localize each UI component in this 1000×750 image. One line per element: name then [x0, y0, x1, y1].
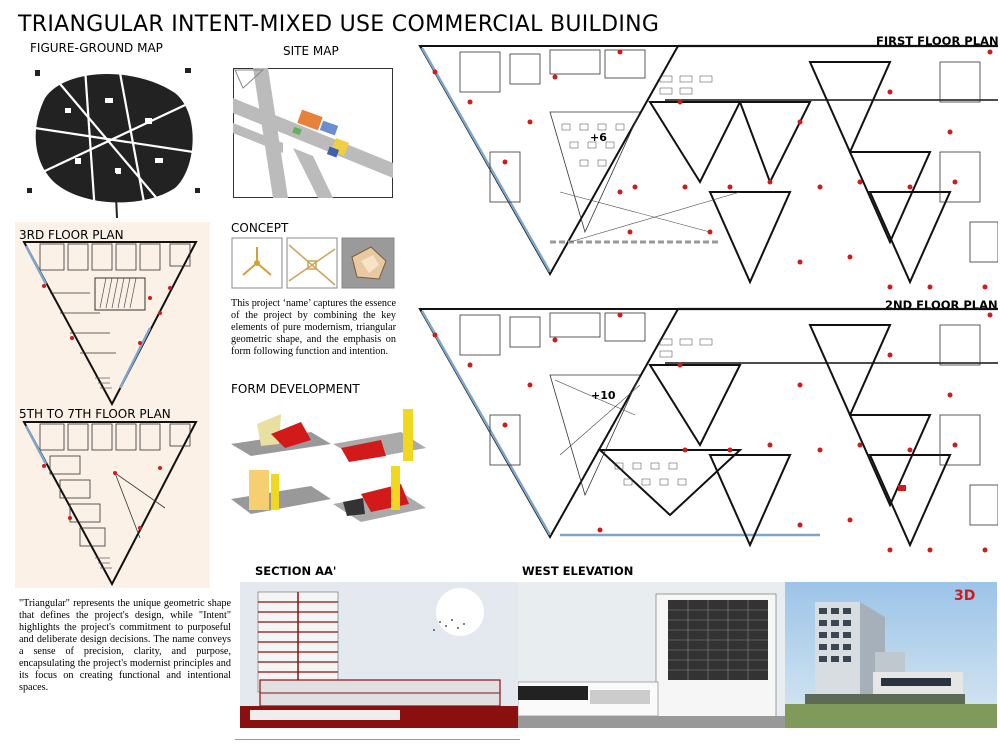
second-floor-level-mark: +10	[591, 389, 616, 402]
second-floor-plan	[418, 307, 998, 553]
third-floor-plan	[22, 241, 198, 407]
name-paragraph: "Triangular" represents the unique geome…	[19, 598, 231, 693]
section-label: SECTION AA'	[255, 564, 337, 578]
concept-label: CONCEPT	[231, 221, 289, 235]
fifth-seventh-floor-label: 5TH TO 7TH FLOOR PLAN	[19, 407, 171, 421]
figure-ground-label: FIGURE-GROUND MAP	[30, 41, 163, 55]
west-elevation-label: WEST ELEVATION	[522, 564, 634, 578]
concept-sketches	[231, 237, 396, 289]
bottom-rule	[235, 739, 520, 740]
board-title: TRIANGULAR INTENT-MIXED USE COMMERCIAL B…	[18, 12, 660, 37]
site-map	[233, 68, 393, 198]
concept-paragraph: This project ‘name’ captures the essence…	[231, 298, 396, 357]
west-elevation-drawing	[518, 582, 785, 728]
third-floor-label: 3RD FLOOR PLAN	[19, 228, 124, 242]
first-floor-plan	[418, 44, 998, 290]
three-d-render	[785, 582, 997, 728]
form-development-label: FORM DEVELOPMENT	[231, 382, 360, 396]
fifth-seventh-floor-plan	[22, 421, 198, 587]
section-drawing	[240, 588, 518, 728]
site-map-label: SITE MAP	[283, 44, 339, 58]
three-d-label: 3D	[954, 588, 976, 604]
first-floor-label: FIRST FLOOR PLAN	[876, 34, 999, 48]
first-floor-level-mark: +6	[590, 131, 607, 144]
form-development-diagrams	[231, 409, 426, 522]
figure-ground-map	[27, 67, 201, 218]
